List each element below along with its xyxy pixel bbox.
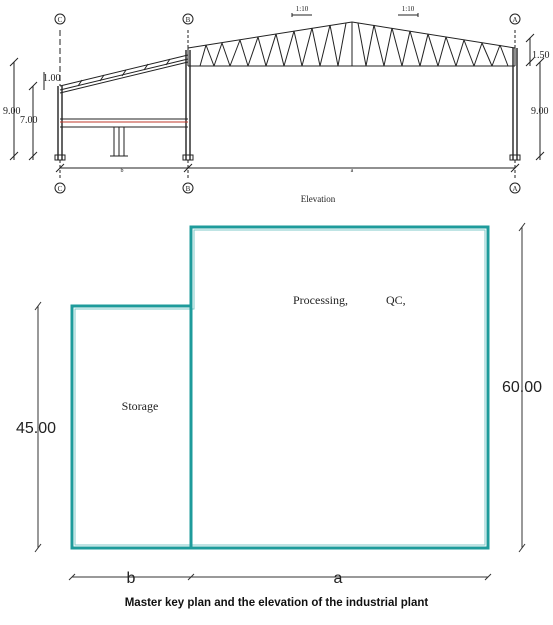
building-outline-inner bbox=[74, 229, 486, 546]
grid-label-c-top: C bbox=[58, 16, 63, 24]
room-label-storage: Storage bbox=[122, 399, 159, 413]
grid-label-a-top: A bbox=[512, 16, 517, 24]
slope-label-right: 1:10 bbox=[402, 5, 415, 13]
lean-to-roof bbox=[59, 54, 189, 94]
slope-label-left: 1:10 bbox=[296, 5, 309, 13]
dim-right-rise: 1.50 bbox=[532, 50, 550, 61]
room-label-qc: QC, bbox=[386, 293, 406, 307]
elevation-dims-left bbox=[9, 57, 45, 161]
dim-left-height: 9.00 bbox=[3, 106, 21, 117]
plan-dim-right bbox=[518, 222, 526, 553]
plan-drawing bbox=[34, 222, 526, 581]
main-truss bbox=[187, 21, 516, 67]
elevation-span-dims bbox=[55, 163, 520, 173]
slope-markers bbox=[291, 13, 419, 17]
dim-left-eave: 7.00 bbox=[20, 115, 38, 126]
dim-right-height: 9.00 bbox=[531, 106, 549, 117]
building-outline bbox=[70, 225, 490, 550]
plan-labels: Processing, QC, Storage 45.00 60.00 b a bbox=[16, 293, 542, 587]
figure-caption: Master key plan and the elevation of the… bbox=[124, 597, 429, 609]
dim-left-rise: 1.00 bbox=[43, 73, 61, 84]
grid-label-b-top: B bbox=[186, 16, 191, 24]
room-label-processing: Processing, bbox=[293, 293, 348, 307]
grid-label-b-bottom: B bbox=[186, 185, 191, 193]
plan-dim-left-label: 45.00 bbox=[16, 420, 56, 437]
grid-line-b bbox=[182, 30, 194, 180]
plan-dim-left bbox=[34, 301, 42, 553]
elevation-drawing bbox=[9, 13, 545, 194]
grid-line-a bbox=[509, 30, 521, 180]
plan-dim-a-label: a bbox=[334, 570, 343, 587]
grid-label-c-bottom: C bbox=[58, 185, 63, 193]
plan-dim-bottom bbox=[68, 573, 492, 581]
elevation-labels: 1:10 1:10 C B A C B A 9.00 7.00 1.00 9.0… bbox=[3, 5, 550, 204]
plan-dim-right-label: 60.00 bbox=[502, 379, 542, 396]
dim-span-a: a bbox=[351, 168, 354, 174]
dim-span-b: b bbox=[121, 168, 124, 174]
elevation-dims-right bbox=[525, 33, 545, 161]
grid-bubbles bbox=[54, 13, 521, 194]
mezzanine-floor bbox=[60, 118, 188, 157]
grid-label-a-bottom: A bbox=[512, 185, 517, 193]
grid-line-c bbox=[54, 30, 66, 180]
plan-dim-b-label: b bbox=[127, 570, 136, 587]
elevation-title: Elevation bbox=[301, 194, 336, 204]
